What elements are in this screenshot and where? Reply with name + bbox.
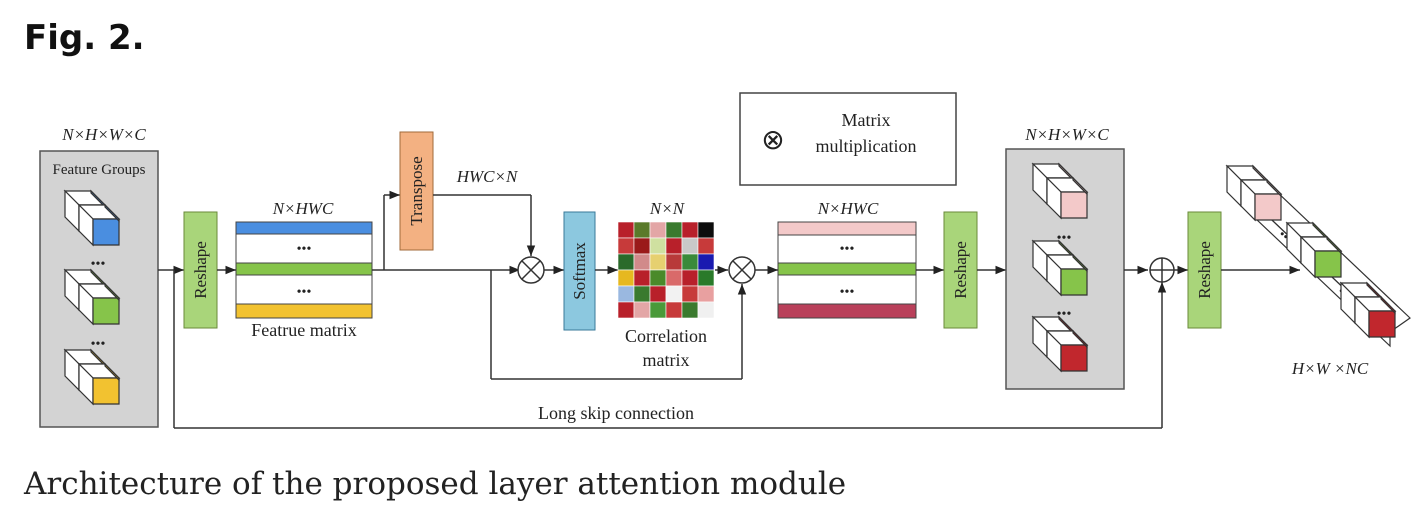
final-dims-label: H×W ×NC	[1291, 359, 1369, 378]
input-dims-label: N×H×W×C	[61, 125, 146, 144]
correlation-cell	[649, 221, 667, 239]
correlation-dims: N×N	[649, 199, 686, 218]
correlation-cell	[697, 253, 715, 271]
transpose-block	[399, 131, 434, 251]
correlation-cell	[617, 253, 635, 271]
legend-line2: multiplication	[816, 136, 917, 156]
output-dims-label: N×H×W×C	[1024, 125, 1109, 144]
feature-matrix-label: Featrue matrix	[251, 320, 356, 340]
correlation-cell	[617, 221, 635, 239]
correlation-cell	[681, 301, 699, 319]
correlation-cell	[697, 285, 715, 303]
legend-line1: Matrix	[842, 110, 891, 130]
correlation-cell	[681, 269, 699, 287]
correlation-cell	[617, 285, 635, 303]
correlation-cell	[681, 237, 699, 255]
correlation-cell	[665, 253, 683, 271]
figure-title: Fig. 2.	[24, 18, 145, 58]
correlation-cell	[633, 269, 651, 287]
correlation-cell	[633, 237, 651, 255]
reshape-block-2	[943, 211, 978, 329]
legend-box	[739, 92, 957, 186]
input-dots-2: •••	[91, 337, 106, 352]
input-cube-blue	[63, 189, 121, 247]
hwc-n-label: HWC×N	[456, 167, 519, 186]
feature-matrix-dots-1: •••	[297, 242, 312, 257]
transpose-label: Transpose	[407, 156, 426, 225]
correlation-cell	[649, 269, 667, 287]
correlation-cell	[681, 285, 699, 303]
final-cube-red	[1339, 281, 1397, 339]
correlation-cell	[617, 301, 635, 319]
output-cube-green	[1031, 239, 1089, 297]
correlation-cell	[697, 301, 715, 319]
softmax-label: Softmax	[570, 242, 589, 300]
input-cube-green	[63, 268, 121, 326]
correlation-cell	[681, 221, 699, 239]
correlation-cell	[665, 221, 683, 239]
correlation-cell	[665, 301, 683, 319]
correlation-cell	[665, 237, 683, 255]
output-matrix	[777, 221, 917, 319]
matrix-multiply-node-2	[728, 256, 756, 284]
figure-caption: Architecture of the proposed layer atten…	[24, 466, 847, 502]
feature-matrix-dims: N×HWC	[272, 199, 334, 218]
correlation-matrix	[617, 221, 715, 319]
output-matrix-dots-1: •••	[840, 242, 855, 257]
feature-matrix-dots-2: •••	[297, 285, 312, 300]
feature-groups-label: Feature Groups	[53, 162, 146, 178]
correlation-cell	[633, 285, 651, 303]
correlation-cell	[665, 285, 683, 303]
correlation-cell	[633, 221, 651, 239]
final-cube-pink	[1225, 164, 1283, 222]
reshape-label-2: Reshape	[951, 241, 970, 299]
correlation-label-line1: Correlation	[625, 326, 707, 346]
correlation-cell	[697, 237, 715, 255]
output-matrix-dims: N×HWC	[817, 199, 879, 218]
output-cube-red	[1031, 315, 1089, 373]
addition-node	[1149, 257, 1175, 283]
correlation-cell	[697, 221, 715, 239]
correlation-cell	[617, 269, 635, 287]
input-dots-1: •••	[91, 257, 106, 272]
long-skip-label: Long skip connection	[538, 403, 694, 423]
final-cube-green	[1285, 221, 1343, 279]
correlation-cell	[681, 253, 699, 271]
reshape-label-1: Reshape	[191, 241, 210, 299]
reshape-label-3: Reshape	[1195, 241, 1214, 299]
correlation-cell	[649, 285, 667, 303]
matrix-multiply-node-1	[517, 256, 545, 284]
feature-matrix	[235, 221, 373, 319]
correlation-cell	[633, 301, 651, 319]
reshape-block-3	[1187, 211, 1222, 329]
correlation-cell	[649, 237, 667, 255]
input-cube-yellow	[63, 348, 121, 406]
correlation-label-line2: matrix	[643, 350, 690, 370]
correlation-cell	[617, 237, 635, 255]
output-matrix-dots-2: •••	[840, 285, 855, 300]
correlation-cell	[649, 301, 667, 319]
legend-multiply-icon: ⊗	[761, 125, 784, 156]
reshape-block-1	[183, 211, 218, 329]
correlation-cell	[697, 269, 715, 287]
softmax-block	[563, 211, 596, 331]
output-cube-pink	[1031, 162, 1089, 220]
correlation-cell	[649, 253, 667, 271]
correlation-cell	[633, 253, 651, 271]
correlation-cell	[665, 269, 683, 287]
